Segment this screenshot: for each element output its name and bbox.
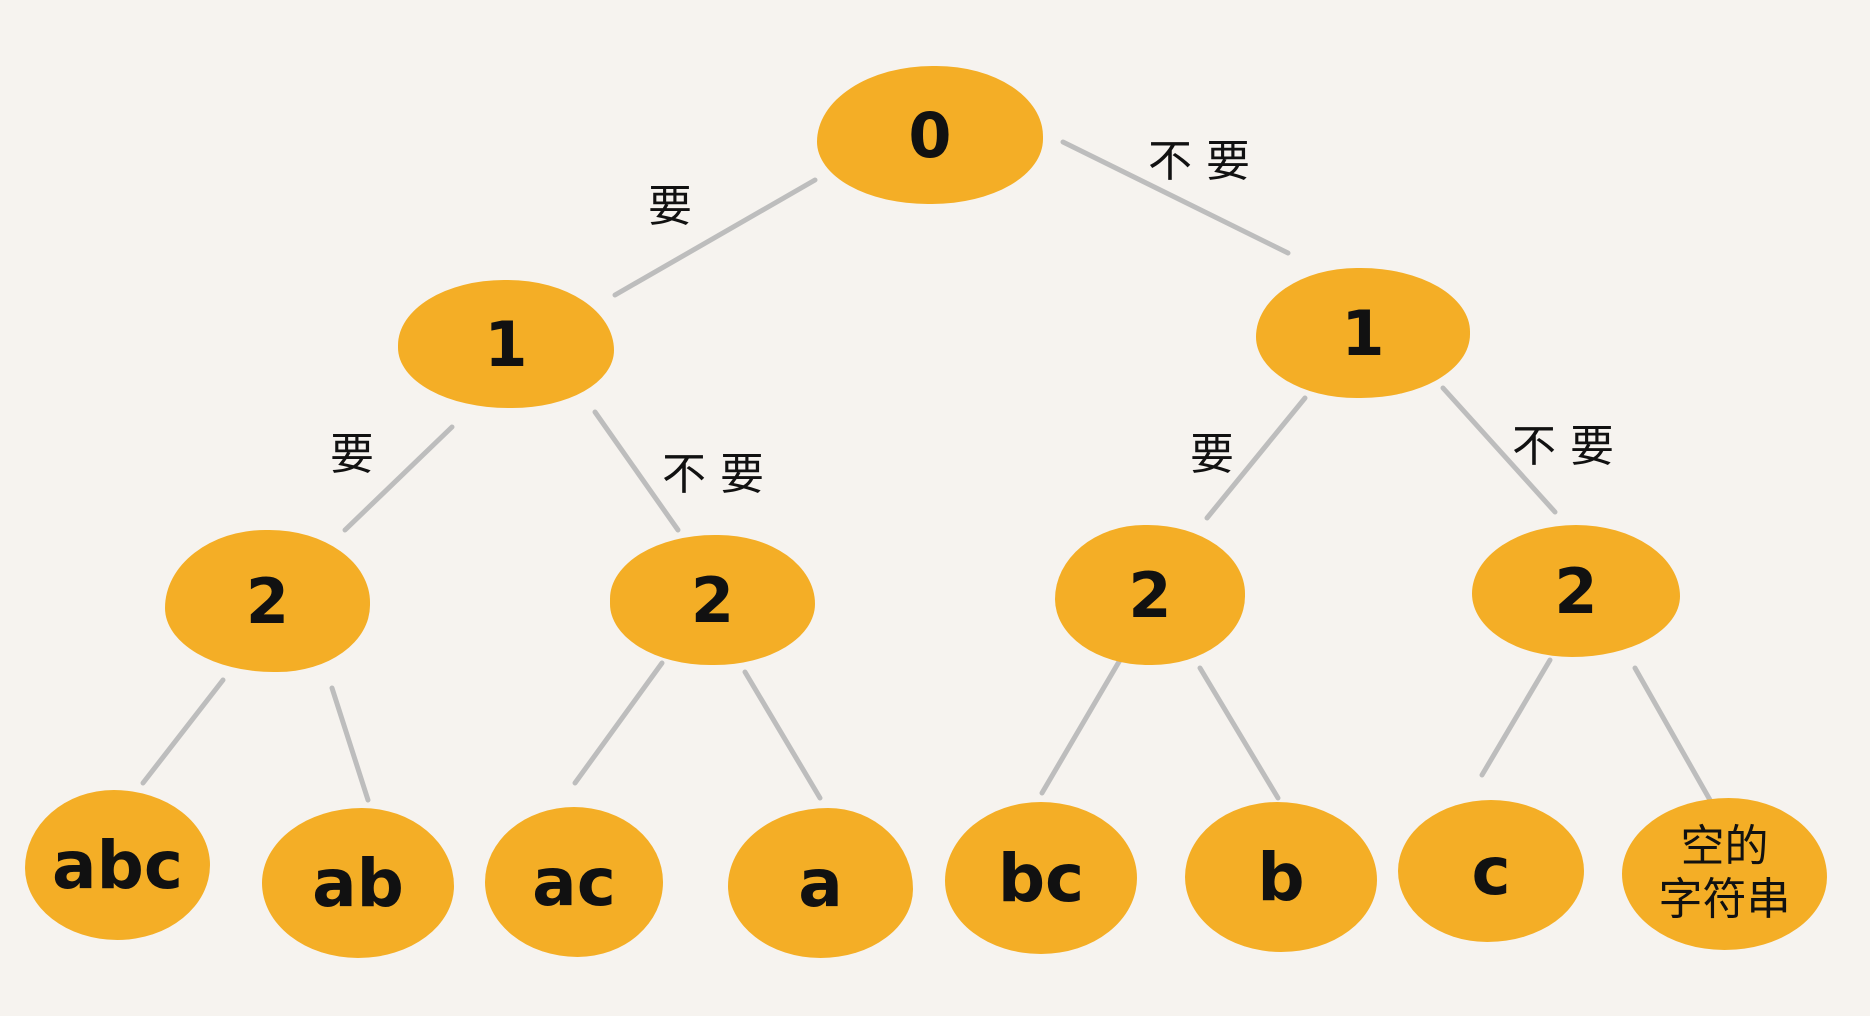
edge-label-root-right: 不 要 <box>1148 136 1250 187</box>
leaf-a: a <box>728 808 913 958</box>
edge-rl-b <box>1197 665 1281 801</box>
leaf-ac-label: ac <box>532 843 616 921</box>
node-root-label: 0 <box>908 98 952 172</box>
leaf-ab: ab <box>262 808 454 958</box>
edge-root-left <box>612 177 818 298</box>
node-l1-left: 1 <box>398 280 614 408</box>
leaf-abc-label: abc <box>52 826 183 904</box>
leaf-c: c <box>1398 800 1584 942</box>
node-l1-right: 1 <box>1256 268 1470 398</box>
edge-l1left-left <box>342 424 455 533</box>
leaf-bc: bc <box>945 802 1137 954</box>
node-l2-rl-label: 2 <box>1128 558 1172 632</box>
leaf-ab-label: ab <box>312 844 404 922</box>
node-l2-rr: 2 <box>1472 525 1680 657</box>
node-l2-lr: 2 <box>610 535 815 665</box>
leaf-bc-label: bc <box>997 839 1085 917</box>
edge-rr-c <box>1479 657 1553 778</box>
edge-l1left-right <box>592 409 681 533</box>
node-l2-ll: 2 <box>165 530 370 672</box>
edge-rr-empty <box>1632 665 1713 803</box>
edge-root-right <box>1060 139 1291 256</box>
edge-ll-abc <box>140 677 226 786</box>
node-l2-lr-label: 2 <box>690 563 735 637</box>
edge-ll-ab <box>329 685 371 803</box>
edge-lr-a <box>742 669 823 801</box>
edge-label-l1right-right: 不 要 <box>1512 421 1614 472</box>
edge-l1right-left <box>1204 395 1308 521</box>
leaf-a-label: a <box>798 844 843 922</box>
leaf-c-label: c <box>1471 832 1511 910</box>
leaf-b-label: b <box>1257 838 1305 916</box>
edge-label-root-left: 要 <box>648 181 692 232</box>
edge-label-l1left-left: 要 <box>330 429 374 480</box>
edge-rl-bc <box>1039 657 1123 796</box>
node-l1-right-label: 1 <box>1341 296 1385 370</box>
node-l2-ll-label: 2 <box>245 564 290 638</box>
edge-l1right-right <box>1440 385 1558 515</box>
edge-label-l1left-right: 不 要 <box>662 449 764 500</box>
node-l2-rr-label: 2 <box>1554 554 1598 628</box>
leaf-ac: ac <box>485 807 663 957</box>
node-root: 0 <box>817 66 1043 204</box>
leaf-b: b <box>1185 802 1377 952</box>
edge-label-l1right-left: 要 <box>1190 429 1234 480</box>
leaf-empty-string-label: 空的 字符串 <box>1658 821 1791 925</box>
leaf-empty-string: 空的 字符串 <box>1622 798 1827 950</box>
edge-lr-ac <box>572 660 665 786</box>
node-l1-left-label: 1 <box>484 307 528 381</box>
leaf-abc: abc <box>25 790 210 940</box>
node-l2-rl: 2 <box>1055 525 1245 665</box>
